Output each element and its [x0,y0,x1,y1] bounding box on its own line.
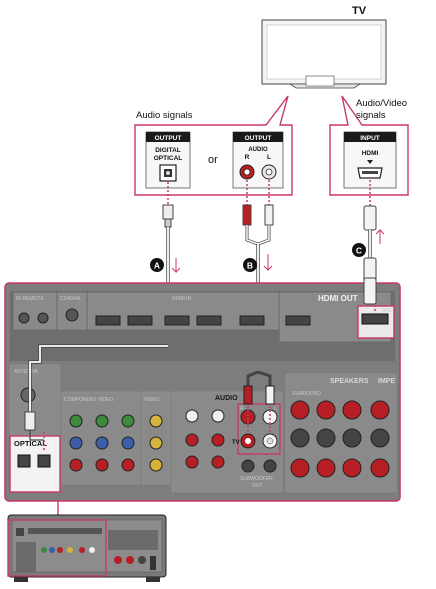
cable-a-label: A [154,261,160,271]
audio-sub: AUDIO [248,147,268,153]
cable-c-label: C [356,246,362,256]
optical-line2: OPTICAL [154,155,183,162]
audio-r-jack-label: R [240,406,244,412]
optical-header: OUTPUT [155,135,182,142]
video-label: VIDEO [144,397,160,403]
optical-cable-a-routed [24,344,168,452]
coaxial-label: COAXIAL [60,296,82,302]
hdmi-in-label: HDMI IN [172,296,192,302]
audio-section-label: AUDIO [215,395,238,402]
audio-header: OUTPUT [245,135,272,142]
tv-audio-output: OUTPUT AUDIO R L [232,131,284,189]
audio-l-label: L [267,154,271,161]
cable-b-label: B [247,261,253,271]
impe-label: IMPE [378,378,395,385]
av-signals-label-line1: Audio/Video [356,98,407,109]
optical-label: OPTICAL [14,439,47,448]
cable-c-badge [352,243,366,257]
hdmi-flow-arrow [375,228,385,244]
speakers-label: SPEAKERS [330,378,369,385]
audio-flow-arrow [263,254,273,272]
cable-a-badge [150,258,164,272]
hdmi-sub: HDMI [362,150,379,157]
hdmi-out-label: HDMI OUT [318,294,358,303]
ir-remote-label: IR REMOTE [16,296,44,302]
hdmi-callout-outline [329,95,409,196]
subwoofer-out-label: OUT [252,483,263,489]
hdmi-cable-c [363,180,377,305]
audio-signals-label: Audio signals [136,110,193,121]
arc-label: ARC [382,308,393,314]
optical-flow-arrow [171,258,181,274]
cable-b-badge [243,258,257,272]
subwoofer-label: SUBWOOFER [240,476,273,482]
hdmi-header: INPUT [360,135,380,142]
tv-optical-output: OUTPUT DIGITAL OPTICAL [145,131,191,189]
audio-callout-outline [134,95,293,196]
audio-l-jack-label: L [274,406,277,412]
audio-r-label: R [245,154,250,161]
tv-illustration [261,19,387,89]
surround-label: SURROUND [292,391,321,397]
hdmi-cable-c-routed [363,277,377,314]
receiver-back-panel [4,282,401,502]
optical-line1: DIGITAL [155,147,181,154]
receiver-thumbnail [7,501,167,582]
tv-hdmi-input: INPUT HDMI [343,131,397,189]
antenna-label: ANTENNA [14,369,39,375]
tv-title: TV [352,5,367,17]
audio-cable-b-routed [243,370,275,432]
component-video-label: COMPONENT VIDEO [64,397,113,403]
tv-in-label: TV [232,440,240,446]
or-label: or [208,154,218,166]
av-signals-label-line2: signals [356,110,386,121]
